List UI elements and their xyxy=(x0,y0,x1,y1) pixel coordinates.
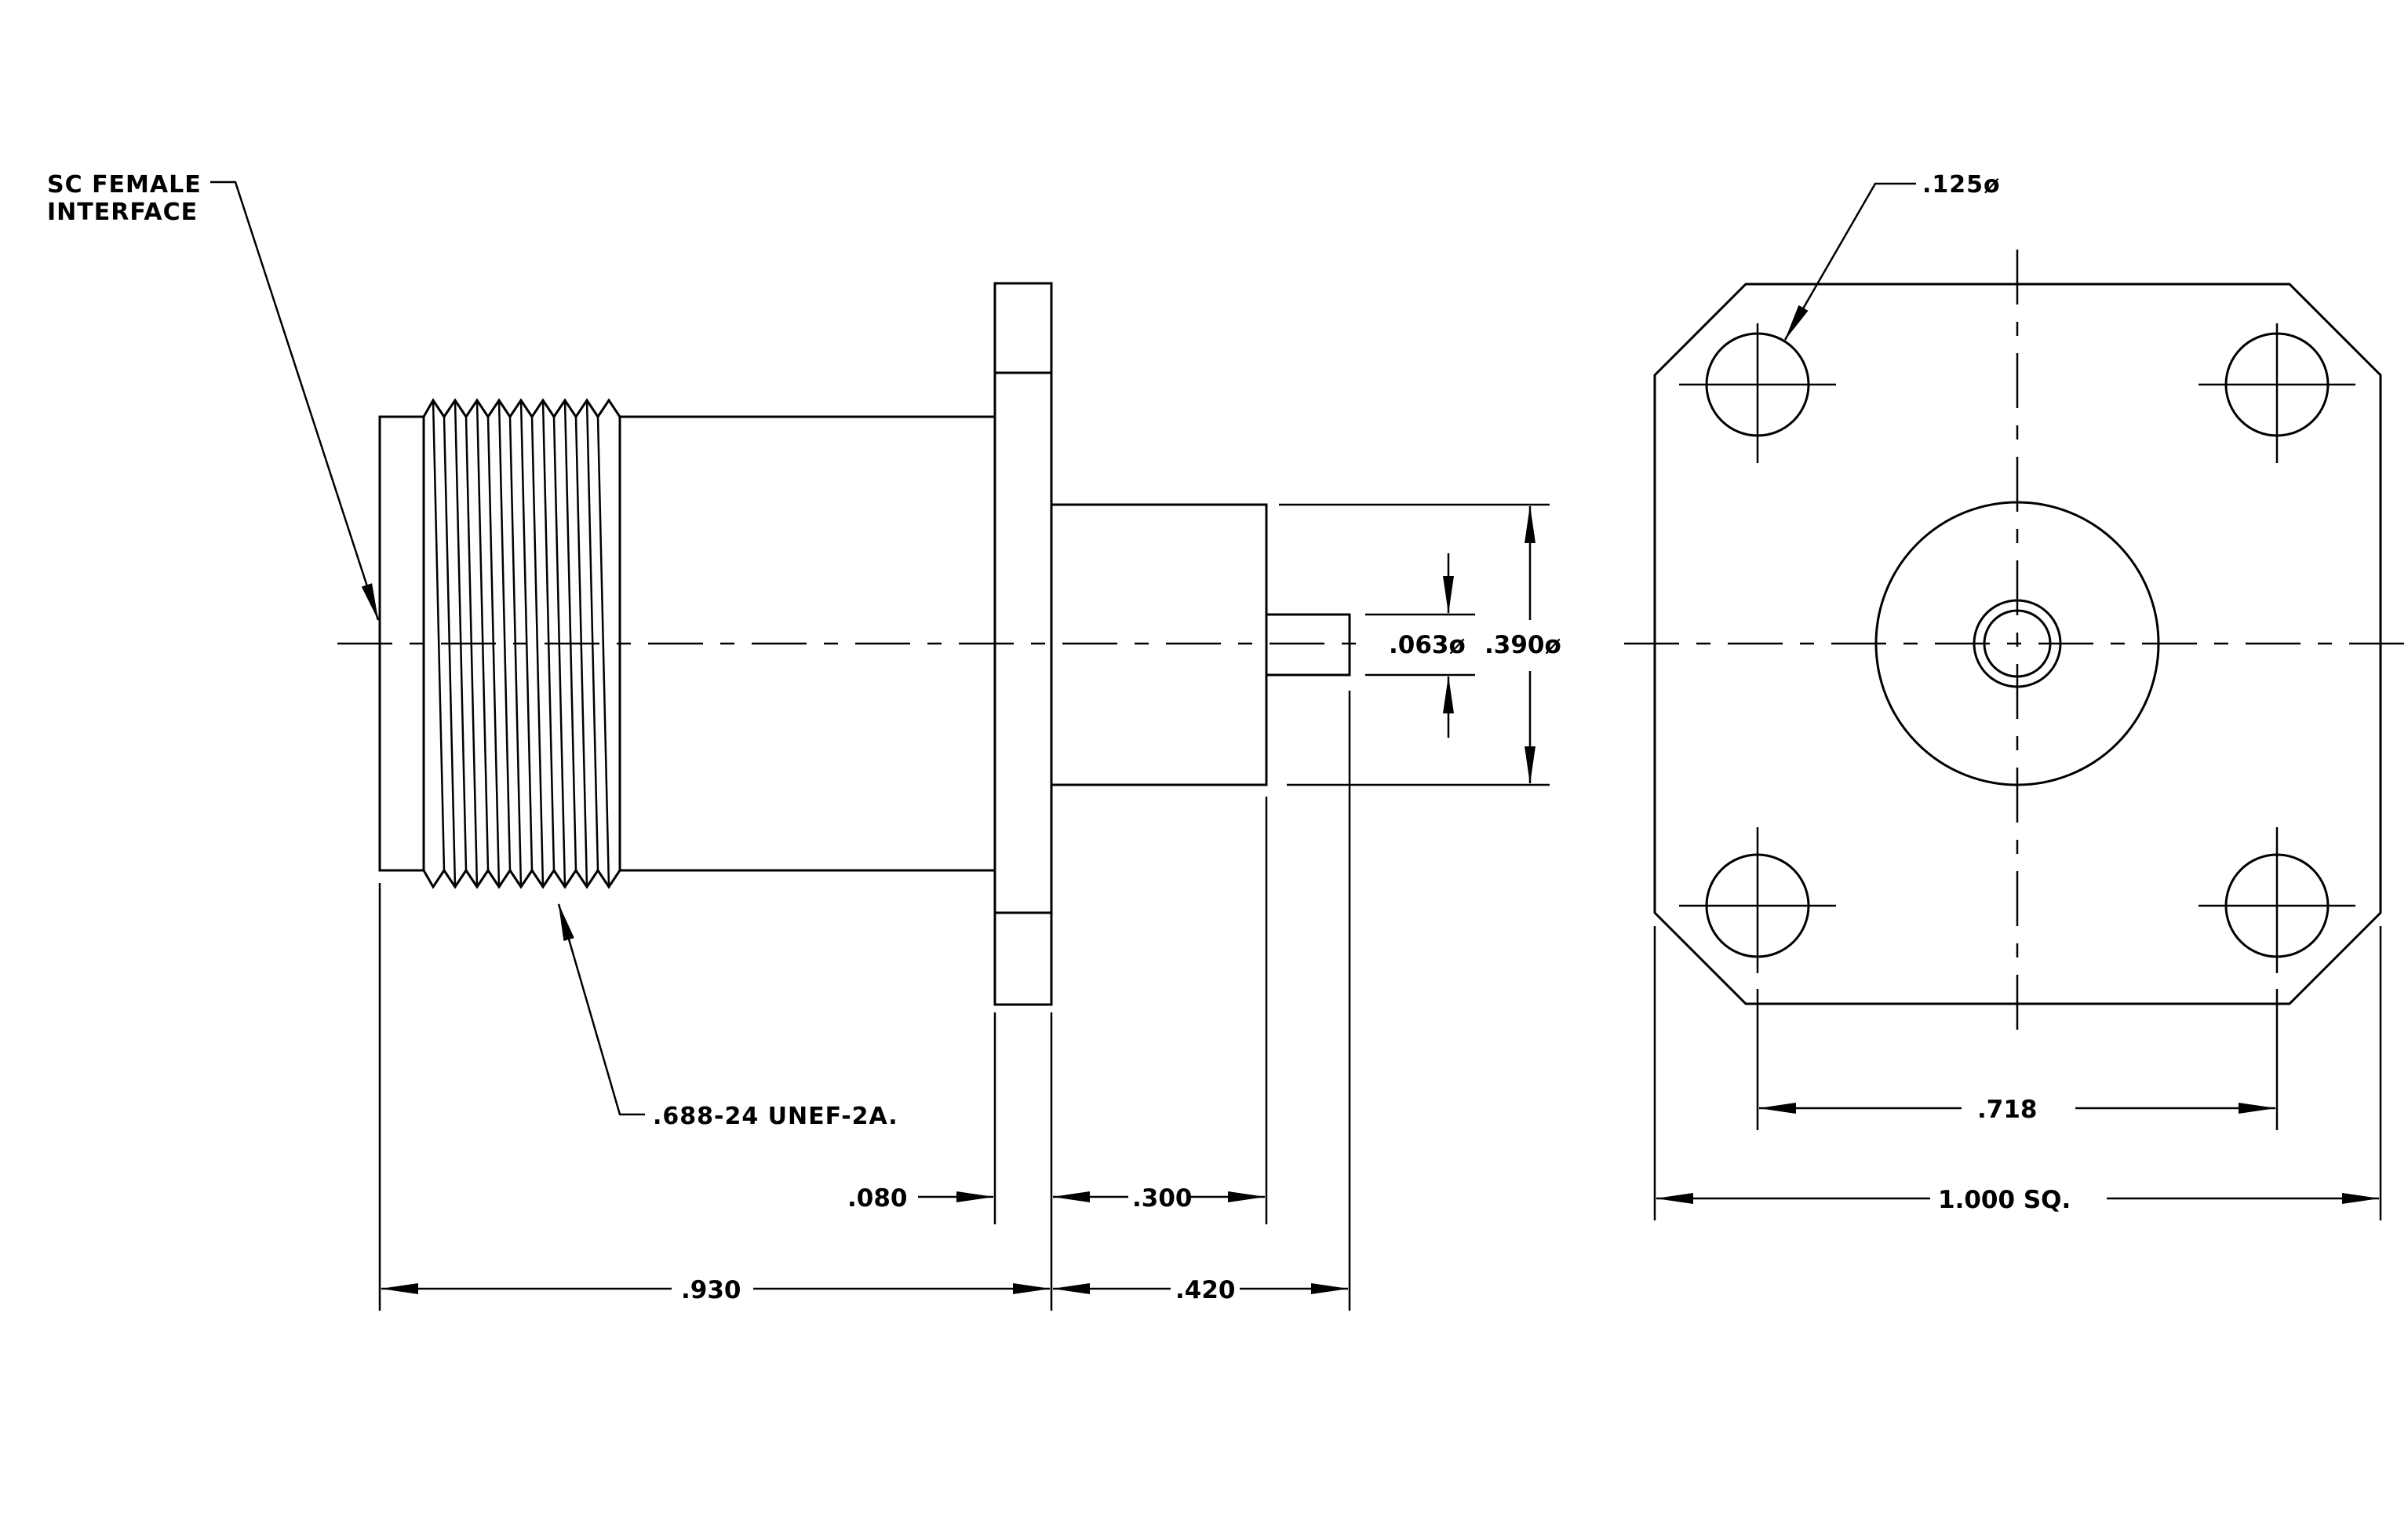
interface-label-line2: INTERFACE xyxy=(47,199,198,226)
dim-pin-diameter: .063ø xyxy=(1389,631,1466,659)
extension-lines xyxy=(378,503,2382,1311)
mounting-hole-bl xyxy=(1679,827,1836,973)
contact-outer xyxy=(1973,599,2062,688)
center-pin xyxy=(1266,613,1351,677)
interface-label-line1: SC FEMALE xyxy=(47,171,202,199)
hole-diameter-label: .125ø xyxy=(1922,171,2001,199)
thread-leader xyxy=(557,903,645,1116)
dim-rear-length: .420 xyxy=(1175,1276,1236,1304)
dim-body-length: .300 xyxy=(1132,1184,1193,1213)
interface-leader xyxy=(210,181,380,621)
dim-body-diameter: .390ø xyxy=(1485,631,1561,659)
thread-label: .688-24 UNEF-2A. xyxy=(653,1103,898,1130)
rear-body xyxy=(1051,503,1268,786)
front-view xyxy=(1624,250,2405,1038)
mounting-hole-tr xyxy=(2199,323,2355,463)
side-view xyxy=(337,282,1369,1006)
mounting-hole-br xyxy=(2199,827,2355,973)
text-labels: SC FEMALE INTERFACE .688-24 UNEF-2A. .12… xyxy=(47,171,2071,1304)
mounting-hole-tl xyxy=(1679,323,1836,463)
dimension-lines xyxy=(381,505,2380,1294)
flange-outline xyxy=(1653,283,2382,1005)
thread-section xyxy=(422,398,621,889)
dim-hole-spacing: .718 xyxy=(1977,1096,2038,1124)
leaders xyxy=(210,181,1916,1116)
contact-inner xyxy=(1983,609,2052,678)
dim-flange-size: 1.000 SQ. xyxy=(1938,1186,2071,1214)
hole-leader xyxy=(1783,182,1916,341)
dielectric-circle xyxy=(1874,501,2160,786)
dim-overall-length: .930 xyxy=(681,1276,741,1304)
flange xyxy=(993,282,1053,1006)
dim-flange-thickness: .080 xyxy=(847,1184,908,1213)
